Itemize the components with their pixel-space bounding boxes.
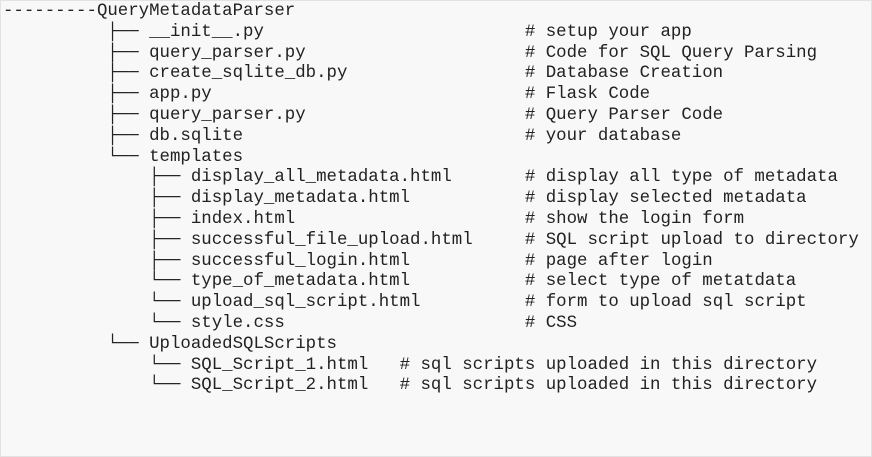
file-name: __init__.py: [149, 22, 264, 42]
spacing: [306, 106, 525, 125]
spacing: [243, 127, 525, 146]
tree-line: ├── successful_login.html # page after l…: [3, 252, 859, 273]
tree-connector: ├──: [3, 105, 150, 125]
file-name: successful_login.html: [190, 251, 411, 271]
spacing: [264, 23, 525, 42]
file-comment: # sql scripts uploaded in this directory: [399, 355, 818, 375]
file-name: create_sqlite_db.py: [149, 64, 348, 84]
file-comment: # SQL script upload to directory: [524, 230, 859, 250]
tree-line: ├── index.html # show the login form: [3, 210, 859, 231]
file-name: type_of_metadata.html: [190, 272, 411, 292]
file-name: display_metadata.html: [190, 189, 411, 209]
file-name: SQL_Script_2.html: [190, 376, 369, 396]
tree-connector: ├──: [3, 189, 191, 209]
file-comment: # sql scripts uploaded in this directory: [399, 376, 818, 396]
tree-line: └── SQL_Script_2.html # sql scripts uplo…: [3, 376, 859, 397]
file-name: successful_file_upload.html: [190, 230, 473, 250]
tree-connector: ---------: [3, 2, 97, 21]
tree-connector: ├──: [3, 126, 150, 146]
tree-connector: ├──: [3, 251, 191, 271]
tree-line: └── upload_sql_script.html # form to upl…: [3, 293, 859, 314]
tree-connector: └──: [3, 355, 191, 375]
tree-connector: └──: [3, 147, 150, 167]
file-comment: # Database Creation: [524, 64, 724, 84]
tree-connector: ├──: [3, 230, 191, 250]
tree-line: └── templates: [3, 148, 859, 169]
tree-line: └── type_of_metadata.html # select type …: [3, 272, 859, 293]
file-comment: # Code for SQL Query Parsing: [524, 43, 818, 63]
spacing: [473, 231, 525, 250]
tree-connector: └──: [3, 293, 191, 313]
tree-connector: ├──: [3, 209, 191, 229]
tree-line: ├── query_parser.py # Code for SQL Query…: [3, 44, 859, 65]
file-name: templates: [149, 147, 244, 167]
tree-connector: ├──: [3, 64, 150, 84]
tree-line: ├── successful_file_upload.html # SQL sc…: [3, 231, 859, 252]
file-comment: # display selected metadata: [524, 189, 807, 209]
tree-line: ├── query_parser.py # Query Parser Code: [3, 106, 859, 127]
tree-line: └── SQL_Script_1.html # sql scripts uplo…: [3, 356, 859, 377]
tree-connector: └──: [3, 334, 150, 354]
file-name: UploadedSQLScripts: [149, 334, 337, 354]
tree-connector: └──: [3, 272, 191, 292]
spacing: [452, 168, 525, 187]
spacing: [420, 293, 524, 312]
file-comment: # Flask Code: [524, 85, 651, 105]
spacing: [368, 376, 399, 395]
file-comment: # display all type of metadata: [524, 168, 838, 188]
file-comment: # Query Parser Code: [524, 105, 724, 125]
tree-connector: ├──: [3, 85, 150, 105]
file-name: query_parser.py: [149, 43, 306, 63]
file-comment: # show the login form: [524, 209, 745, 229]
file-comment: # form to upload sql script: [524, 293, 807, 313]
file-name: app.py: [149, 85, 212, 105]
tree-connector: └──: [3, 376, 191, 396]
spacing: [410, 272, 525, 291]
tree-line: ├── create_sqlite_db.py # Database Creat…: [3, 64, 859, 85]
tree-line: └── style.css # CSS: [3, 314, 859, 335]
spacing: [368, 356, 399, 375]
file-comment: # page after login: [524, 251, 713, 271]
file-comment: # CSS: [524, 313, 578, 333]
spacing: [295, 210, 525, 229]
tree-line: ├── __init__.py # setup your app: [3, 23, 859, 44]
file-comment: # select type of metatdata: [524, 272, 797, 292]
file-comment: # setup your app: [524, 22, 692, 42]
file-name: display_all_metadata.html: [190, 168, 452, 188]
spacing: [410, 252, 525, 271]
tree-line: └── UploadedSQLScripts: [3, 335, 859, 356]
tree-line: ├── display_metadata.html # display sele…: [3, 189, 859, 210]
tree-line: ---------QueryMetadataParser: [3, 2, 859, 23]
file-name: SQL_Script_1.html: [190, 355, 369, 375]
tree-connector: └──: [3, 313, 191, 333]
tree-line: ├── display_all_metadata.html # display …: [3, 168, 859, 189]
file-name: db.sqlite: [149, 126, 244, 146]
file-name: upload_sql_script.html: [190, 293, 421, 313]
spacing: [347, 64, 524, 83]
spacing: [410, 189, 525, 208]
file-name: index.html: [190, 209, 296, 229]
file-name: query_parser.py: [149, 105, 306, 125]
spacing: [306, 44, 525, 63]
tree-connector: ├──: [3, 22, 150, 42]
file-comment: # your database: [524, 126, 682, 146]
file-name: style.css: [190, 313, 285, 333]
spacing: [285, 314, 525, 333]
spacing: [212, 85, 525, 104]
tree-connector: ├──: [3, 168, 191, 188]
directory-tree: ---------QueryMetadataParser ├── __init_…: [3, 2, 859, 397]
tree-line: ├── db.sqlite # your database: [3, 127, 859, 148]
tree-connector: ├──: [3, 43, 150, 63]
file-name: QueryMetadataParser: [96, 2, 296, 21]
tree-line: ├── app.py # Flask Code: [3, 85, 859, 106]
